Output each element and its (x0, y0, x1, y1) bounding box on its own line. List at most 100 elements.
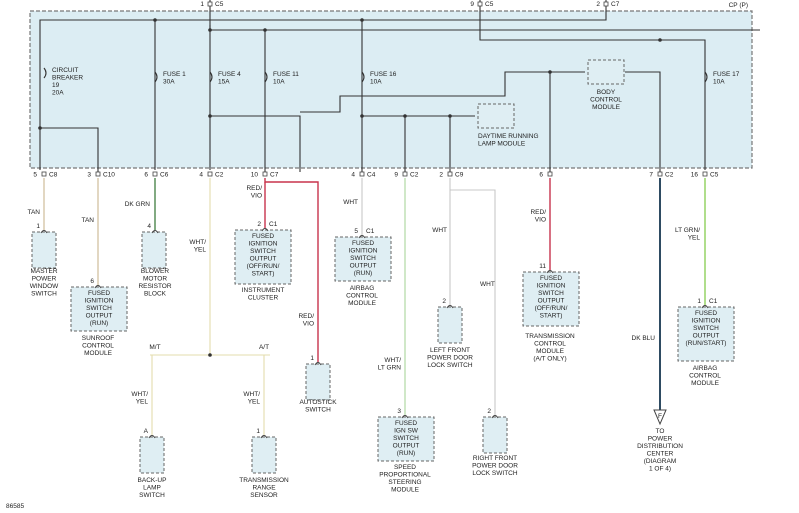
bottom-connector-id: C5 (710, 172, 719, 179)
bottom-pin-number: 16 (691, 172, 699, 179)
fuse-label: FUSE 16 (370, 71, 397, 78)
wire-color-label: YEL (136, 399, 149, 406)
component-pin-symbol (40, 230, 48, 234)
component-box-text: START) (252, 271, 275, 278)
fuse-label: 19 (52, 82, 60, 89)
top-connector-pin (603, 1, 609, 7)
component-caption: SWITCH (139, 492, 165, 499)
component-caption: INSTRUMENT (242, 287, 285, 294)
wire-color-label: DK GRN (125, 201, 151, 208)
bottom-connector-id: C4 (367, 172, 376, 179)
bottom-connector-pin (41, 171, 47, 177)
component-pin-number: 11 (539, 263, 546, 270)
bottom-connector-pin (95, 171, 101, 177)
splice-dot (208, 353, 212, 357)
component-box (234, 229, 292, 285)
wire-color-label: WHT/ (131, 391, 148, 398)
top-pin-number: 9 (470, 1, 474, 8)
wire-color-label: LT GRN/ (675, 227, 700, 234)
component-caption: MODULE (391, 487, 419, 494)
fuse-label: 20A (52, 90, 64, 97)
component-caption: WINDOW (30, 283, 59, 290)
component-caption: LAMP (143, 485, 161, 492)
fuse-label: FUSE 11 (273, 71, 299, 78)
component-pin-number: 1 (36, 223, 40, 230)
component-box-text: (OFF/RUN/ (535, 305, 568, 312)
component-pin-symbol (546, 270, 554, 274)
drl-module-box (477, 103, 515, 129)
top-connector-pin (477, 1, 483, 7)
splice-dot (360, 114, 364, 118)
bottom-pin-number: 4 (351, 172, 355, 179)
fuse-symbol (361, 71, 365, 83)
reference-caption: POWER (648, 436, 673, 443)
component-box-text: OUTPUT (350, 263, 377, 270)
bottom-pin-number: 7 (649, 172, 653, 179)
component-caption: SUNROOF (82, 335, 115, 342)
component-box-text: IGNITION (537, 283, 566, 290)
bottom-connector-pin (359, 171, 365, 177)
component-caption: STEERING (388, 479, 421, 486)
component-box (677, 306, 735, 362)
wire-color-label: YEL (194, 247, 207, 254)
component-caption: MODULE (691, 380, 719, 387)
bottom-pin-number: 3 (87, 172, 91, 179)
bottom-pin-number: 2 (439, 172, 443, 179)
component-pin-number: 2 (257, 221, 261, 228)
component-pin-number: 6 (90, 278, 94, 285)
fuse-symbol (154, 71, 158, 83)
component-caption: MASTER (30, 268, 57, 275)
component-box-text: OUTPUT (86, 313, 113, 320)
component-caption: BACK-UP (138, 477, 167, 484)
component-box (141, 231, 167, 269)
splice-dot (360, 18, 364, 22)
component-pin-symbol (358, 235, 366, 239)
bottom-connector-id: C7 (270, 172, 279, 179)
reference-symbol: F (658, 413, 662, 420)
component-box (377, 416, 435, 462)
bottom-pin-number: 10 (251, 172, 259, 179)
reference-caption: TO (656, 428, 665, 435)
component-box-text: FUSED (540, 275, 562, 282)
component-caption: SPEED (394, 464, 416, 471)
fuse-label: 10A (273, 79, 285, 86)
component-caption: AIRBAG (350, 285, 375, 292)
component-caption: SENSOR (250, 492, 278, 499)
component-box-text: SWITCH (393, 435, 419, 442)
component-box (437, 306, 463, 344)
bottom-connector-id: C8 (49, 172, 58, 179)
component-caption: MODULE (84, 350, 112, 357)
component-box-text: (RUN/START) (686, 340, 727, 347)
wire-color-label: WHT (432, 227, 447, 234)
component-caption: BLOCK (144, 291, 167, 298)
wire-color-label: WHT (480, 281, 495, 288)
body-control-module-box (587, 59, 625, 85)
top-connector-pin (207, 1, 213, 7)
bottom-connector-pin (657, 171, 663, 177)
bottom-connector-pin (207, 171, 213, 177)
component-box (139, 436, 165, 474)
drl-module-label: DAYTIME RUNNING (478, 133, 539, 140)
bus-wire (479, 11, 706, 170)
component-pin-symbol (701, 305, 709, 309)
component-pin-number: 3 (397, 408, 401, 415)
reference-caption: 1 OF 4) (649, 466, 671, 473)
component-caption: POWER DOOR (472, 463, 518, 470)
component-box (334, 236, 392, 282)
wire-color-label: WHT/ (189, 239, 206, 246)
bottom-connector-id: C10 (103, 172, 115, 179)
component-pin-number: 5 (354, 228, 358, 235)
splice-dot (548, 70, 552, 74)
component-box-text: FUSED (88, 290, 110, 297)
branch-label-mt: M/T (149, 344, 160, 351)
component-caption: CONTROL (689, 373, 721, 380)
component-pin-number: 4 (147, 223, 151, 230)
component-caption: (A/T ONLY) (533, 356, 566, 363)
fuse-symbol (209, 71, 213, 83)
body-control-module-label: MODULE (592, 104, 620, 111)
component-box-text: SWITCH (350, 255, 376, 262)
component-pin-number: 1 (256, 428, 260, 435)
component-box-text: OUTPUT (250, 256, 277, 263)
component-caption: RANGE (252, 485, 276, 492)
